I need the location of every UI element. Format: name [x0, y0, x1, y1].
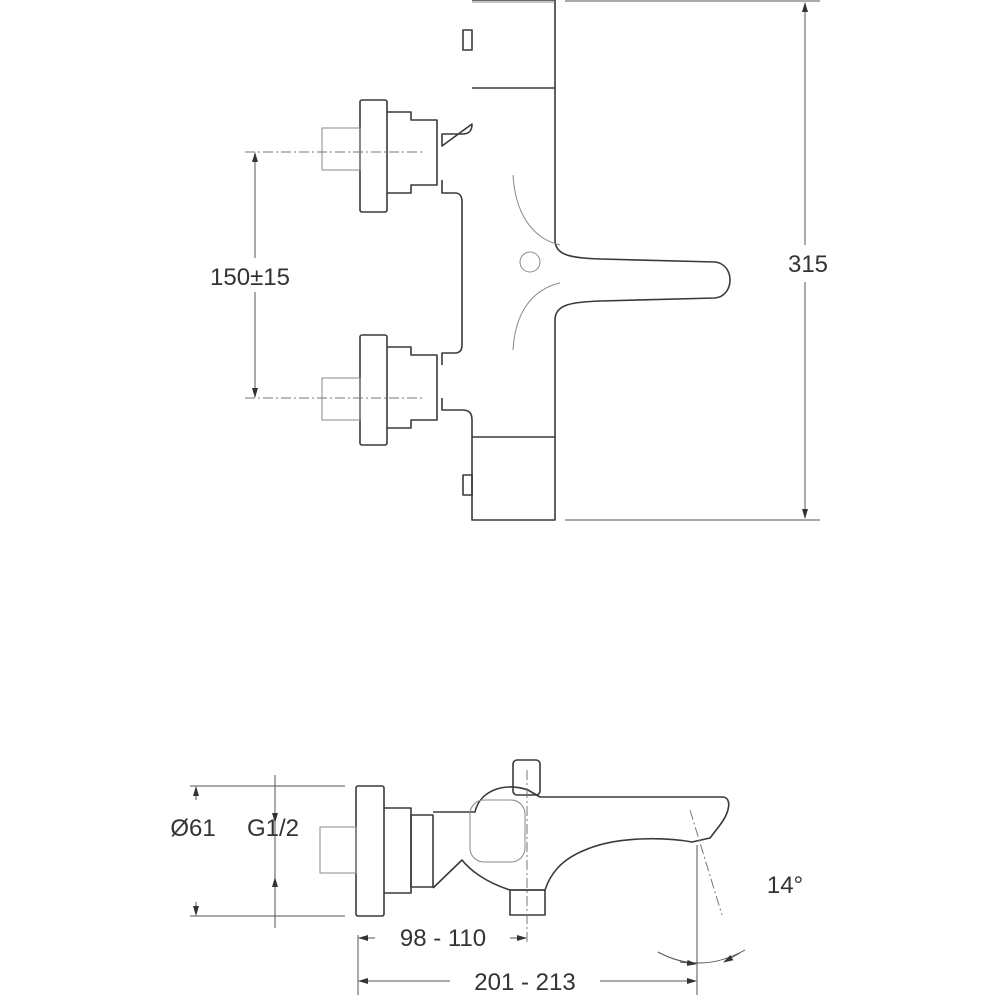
dimension-thread: G1/2: [247, 775, 299, 928]
projection-label: 98 - 110: [400, 925, 486, 952]
spout-angle-label: 14°: [767, 872, 803, 899]
side-view: Ø61 G1/2 98 - 110 201 - 213 14°: [170, 759, 803, 996]
front-view: 150±15 315: [210, 0, 828, 521]
total-depth-label: 201 - 213: [474, 969, 575, 996]
wall-flange: [319, 785, 434, 917]
thermostat-body: [441, 0, 731, 521]
dimension-flange-diameter: Ø61: [170, 785, 345, 917]
dimension-height: 315: [565, 0, 828, 521]
inlet-spacing-label: 150±15: [210, 264, 290, 291]
lower-inlet: [245, 334, 438, 446]
flange-diameter-label: Ø61: [170, 815, 215, 842]
height-label: 315: [788, 251, 828, 278]
dimension-spout-angle: 14°: [657, 872, 803, 966]
dimension-total-depth: 201 - 213: [358, 845, 698, 996]
thread-label: G1/2: [247, 815, 299, 842]
dimension-projection: 98 - 110: [357, 925, 527, 995]
dimension-inlet-spacing: 150±15: [210, 152, 290, 398]
upper-inlet: [245, 99, 438, 213]
diverter-hole: [519, 251, 541, 273]
mixer-body: [432, 759, 730, 945]
